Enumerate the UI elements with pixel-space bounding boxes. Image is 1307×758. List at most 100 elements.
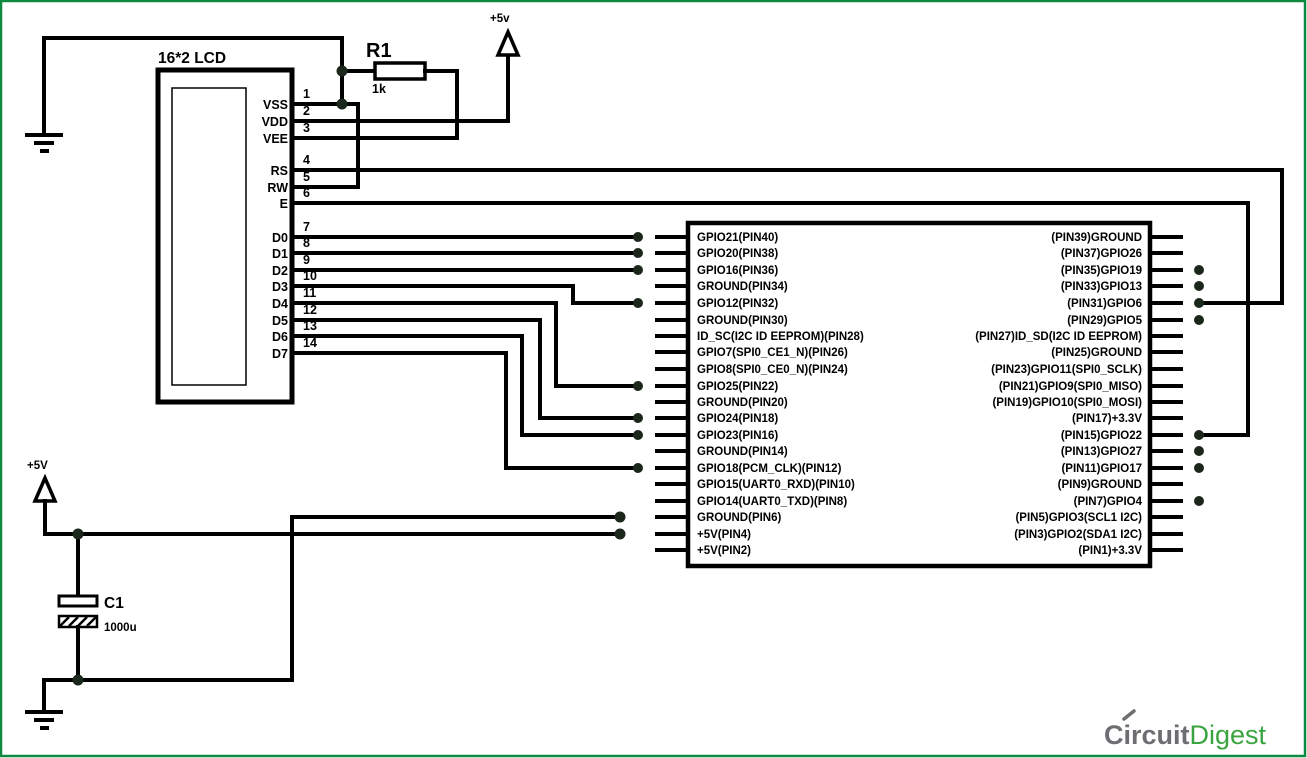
pi-right-pin-label: (PIN17)+3.3V — [1072, 413, 1142, 425]
pi-left-pin-label: GROUND(PIN34) — [697, 281, 788, 293]
capacitor-plate-top — [57, 594, 99, 608]
pi-left-pin-label: +5V(PIN4) — [697, 529, 751, 541]
lcd-pin-number: 5 — [303, 170, 310, 184]
pi-left-pin-label: +5V(PIN2) — [697, 545, 751, 557]
pi-left-pin-label: GROUND(PIN20) — [697, 397, 788, 409]
raspberry-pi-body — [685, 220, 1153, 569]
capacitor-hatch — [59, 616, 97, 627]
pi-right-pin-label: (PIN27)ID_SD(I2C ID EEPROM) — [975, 331, 1142, 343]
capacitor-c1: C1 1000u — [57, 532, 137, 682]
pi-left-pin-label: GPIO8(SPI0_CE0_N)(PIN24) — [697, 364, 848, 376]
lcd-pin-number: 14 — [303, 336, 317, 350]
lcd-pin-number: 13 — [303, 319, 317, 333]
lcd-pin-name: D0 — [272, 231, 288, 245]
pi-left-pin-label: GPIO7(SPI0_CE1_N)(PIN26) — [697, 347, 848, 359]
lcd-pin-name: D7 — [272, 347, 288, 361]
lcd-pin-number: 3 — [303, 121, 310, 135]
ground-symbol-top-icon — [25, 133, 63, 153]
pi-left-pin-label: GPIO14(UART0_TXD)(PIN8) — [697, 496, 847, 508]
capacitor-value: 1000u — [104, 622, 137, 634]
pi-right-pin-label: (PIN39)GROUND — [1051, 232, 1142, 244]
pi-right-pin-label: (PIN29)GPIO5 — [1067, 315, 1142, 327]
pi-right-pin-label: (PIN13)GPIO27 — [1061, 446, 1142, 458]
wire-d6-to-gpio23 — [290, 334, 640, 437]
pi-right-pin-label: (PIN25)GROUND — [1051, 347, 1142, 359]
logo-part2: Digest — [1190, 720, 1267, 750]
pi-right-pin-label: (PIN19)GPIO10(SPI0_MOSI) — [992, 397, 1142, 409]
lcd-pin-name: D3 — [272, 280, 288, 294]
pi-right-pin-label: (PIN21)GPIO9(SPI0_MISO) — [999, 381, 1142, 393]
lcd-screen — [171, 87, 247, 386]
pi-left-stubs — [655, 235, 688, 552]
pi-right-pin-label: (PIN37)GPIO26 — [1061, 248, 1142, 260]
pi-left-pin-label: GPIO18(PCM_CLK)(PIN12) — [697, 463, 842, 475]
pi-left-pin-label: GPIO15(UART0_RXD)(PIN10) — [697, 479, 855, 491]
lcd-pin-name: E — [280, 197, 288, 211]
lcd-pin-number: 8 — [303, 236, 310, 250]
circuitdigest-logo: CircuitDigest — [1104, 709, 1267, 750]
logo-part1: Circuit — [1104, 720, 1190, 750]
resistor-body — [373, 61, 427, 81]
lcd-pin-name: D2 — [272, 264, 288, 278]
pi-right-pin-label: (PIN5)GPIO3(SCL1 I2C) — [1015, 512, 1142, 524]
pi-left-pin-label: GPIO20(PIN38) — [697, 248, 778, 260]
pi-left-pin-label: ID_SC(I2C ID EEPROM)(PIN28) — [697, 331, 864, 343]
lcd-pin-number: 10 — [303, 269, 317, 283]
lcd-pin-name: D1 — [272, 247, 288, 261]
lcd-pin-name: VSS — [263, 98, 288, 112]
resistor-label: R1 — [366, 40, 392, 62]
lcd-pin-name: D4 — [272, 297, 288, 311]
lcd-pin-name: VEE — [263, 132, 288, 146]
wire-vss-to-rw — [290, 102, 360, 189]
pi-left-pin-label: GPIO16(PIN36) — [697, 265, 778, 277]
wire-d3-to-gpio12 — [290, 284, 640, 305]
pi-left-pin-label: GPIO12(PIN32) — [697, 298, 778, 310]
lcd-title: 16*2 LCD — [158, 50, 226, 67]
power-flag-5v-top: +5v — [490, 13, 521, 123]
pi-left-pin-label: GROUND(PIN6) — [697, 512, 782, 524]
power-label-top: +5v — [490, 13, 510, 25]
pi-right-pin-label: (PIN7)GPIO4 — [1074, 496, 1143, 508]
pi-right-pin-label: (PIN9)GROUND — [1058, 479, 1142, 491]
lcd-pin-number: 12 — [303, 303, 317, 317]
logo-accent-icon — [1122, 709, 1136, 721]
logo-text: CircuitDigest — [1104, 720, 1267, 750]
lcd-pin-number: 9 — [303, 253, 310, 267]
pi-right-pin-label: (PIN3)GPIO2(SDA1 I2C) — [1014, 529, 1142, 541]
lcd-pin-number: 2 — [303, 104, 310, 118]
junction-dots — [72, 65, 1204, 686]
lcd-pin-name: VDD — [262, 115, 288, 129]
pi-left-pin-label: GPIO25(PIN22) — [697, 381, 778, 393]
pi-left-pin-label: GPIO24(PIN18) — [697, 413, 778, 425]
wire-rs-to-gpio6 — [290, 168, 1284, 305]
power-arrow-icon — [495, 27, 521, 57]
lcd-module: 16*2 LCD VSS VDD VEE RS RW E D0 D1 D2 D3… — [155, 50, 317, 405]
pi-right-pin-label: (PIN33)GPIO13 — [1061, 281, 1142, 293]
lcd-pin-name: D5 — [272, 314, 288, 328]
pi-right-pin-label: (PIN23)GPIO11(SPI0_SCLK) — [991, 364, 1142, 376]
resistor-value: 1k — [372, 82, 386, 96]
wire-e-to-gpio22 — [290, 201, 1250, 437]
lcd-pin-number: 6 — [303, 186, 310, 200]
pi-left-pin-label: GPIO23(PIN16) — [697, 430, 778, 442]
lcd-pin-name: RW — [267, 181, 288, 195]
lcd-pin-number: 1 — [303, 87, 310, 101]
ground-symbol-bottom-icon — [25, 678, 63, 730]
wire-d7-to-gpio18 — [290, 351, 640, 470]
power-flag-5v-bottom: +5V — [27, 460, 58, 536]
pi-right-pin-label: (PIN15)GPIO22 — [1061, 430, 1142, 442]
capacitor-label: C1 — [104, 595, 124, 612]
lcd-pin-name: RS — [271, 164, 288, 178]
wire-ground-to-pin6 — [290, 515, 622, 682]
pi-left-pin-label: GROUND(PIN14) — [697, 446, 788, 458]
wire-d4-to-gpio25 — [290, 301, 640, 388]
pi-left-pin-label: GPIO21(PIN40) — [697, 232, 778, 244]
power-label-bottom: +5V — [27, 460, 48, 472]
pi-right-pin-label: (PIN31)GPIO6 — [1067, 298, 1142, 310]
pi-right-pin-label: (PIN11)GPIO17 — [1061, 463, 1142, 475]
pi-right-pin-label: (PIN1)+3.3V — [1078, 545, 1142, 557]
pi-right-pin-label: (PIN35)GPIO19 — [1061, 265, 1142, 277]
lcd-pin-number: 4 — [303, 153, 310, 167]
lcd-pin-name: D6 — [272, 330, 288, 344]
